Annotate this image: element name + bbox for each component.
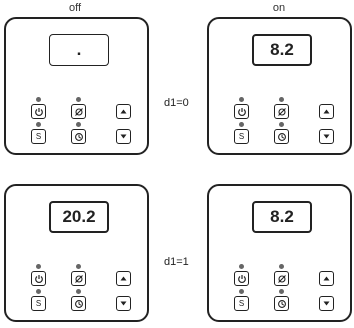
power-button[interactable]: [234, 104, 249, 119]
row-label-d1-0: d1=0: [164, 97, 189, 109]
up-arrow-icon: [323, 276, 330, 281]
row-label-d1-1: d1=1: [164, 256, 189, 268]
up-button[interactable]: [116, 271, 131, 286]
timer-icon: [74, 132, 83, 141]
down-arrow-icon: [120, 134, 127, 139]
up-arrow-icon: [323, 109, 330, 114]
light-off-icon: [277, 107, 286, 116]
power-icon: [34, 107, 43, 116]
controller-panel-on-d1-0: 8.2 S: [207, 17, 352, 155]
display: 20.2: [49, 201, 109, 233]
led-indicator: [76, 264, 81, 269]
controller-panel-off-d1-0: . S: [4, 17, 149, 155]
timer-button[interactable]: [71, 129, 86, 144]
set-button[interactable]: S: [234, 129, 249, 144]
power-icon: [237, 274, 246, 283]
light-button[interactable]: [71, 104, 86, 119]
led-indicator: [239, 289, 244, 294]
light-off-icon: [74, 107, 83, 116]
timer-icon: [277, 299, 286, 308]
light-button[interactable]: [274, 104, 289, 119]
led-indicator: [36, 264, 41, 269]
power-icon: [237, 107, 246, 116]
down-button[interactable]: [116, 296, 131, 311]
led-indicator: [36, 122, 41, 127]
power-button[interactable]: [31, 104, 46, 119]
led-indicator: [279, 97, 284, 102]
light-button[interactable]: [71, 271, 86, 286]
led-indicator: [239, 264, 244, 269]
controller-panel-on-d1-1: 8.2 S: [207, 184, 352, 322]
led-indicator: [239, 122, 244, 127]
up-button[interactable]: [319, 104, 334, 119]
set-button[interactable]: S: [234, 296, 249, 311]
controller-panel-off-d1-1: 20.2 S: [4, 184, 149, 322]
timer-button[interactable]: [71, 296, 86, 311]
led-indicator: [36, 97, 41, 102]
led-indicator: [279, 289, 284, 294]
led-indicator: [76, 122, 81, 127]
down-button[interactable]: [319, 296, 334, 311]
power-button[interactable]: [31, 271, 46, 286]
down-button[interactable]: [319, 129, 334, 144]
display: 8.2: [252, 201, 312, 233]
power-icon: [34, 274, 43, 283]
up-button[interactable]: [319, 271, 334, 286]
timer-button[interactable]: [274, 296, 289, 311]
led-indicator: [279, 264, 284, 269]
led-indicator: [76, 289, 81, 294]
power-button[interactable]: [234, 271, 249, 286]
up-button[interactable]: [116, 104, 131, 119]
set-button[interactable]: S: [31, 129, 46, 144]
off-caption: off: [68, 2, 82, 14]
set-button[interactable]: S: [31, 296, 46, 311]
down-button[interactable]: [116, 129, 131, 144]
timer-icon: [277, 132, 286, 141]
light-off-icon: [74, 274, 83, 283]
display: 8.2: [252, 34, 312, 66]
led-indicator: [76, 97, 81, 102]
set-key-label: S: [238, 131, 245, 141]
led-indicator: [279, 122, 284, 127]
led-indicator: [36, 289, 41, 294]
down-arrow-icon: [120, 301, 127, 306]
set-key-label: S: [35, 298, 42, 308]
timer-button[interactable]: [274, 129, 289, 144]
display: .: [49, 34, 109, 66]
light-off-icon: [277, 274, 286, 283]
timer-icon: [74, 299, 83, 308]
set-key-label: S: [35, 131, 42, 141]
light-button[interactable]: [274, 271, 289, 286]
led-indicator: [239, 97, 244, 102]
on-caption: on: [272, 2, 286, 14]
down-arrow-icon: [323, 134, 330, 139]
set-key-label: S: [238, 298, 245, 308]
up-arrow-icon: [120, 276, 127, 281]
up-arrow-icon: [120, 109, 127, 114]
down-arrow-icon: [323, 301, 330, 306]
